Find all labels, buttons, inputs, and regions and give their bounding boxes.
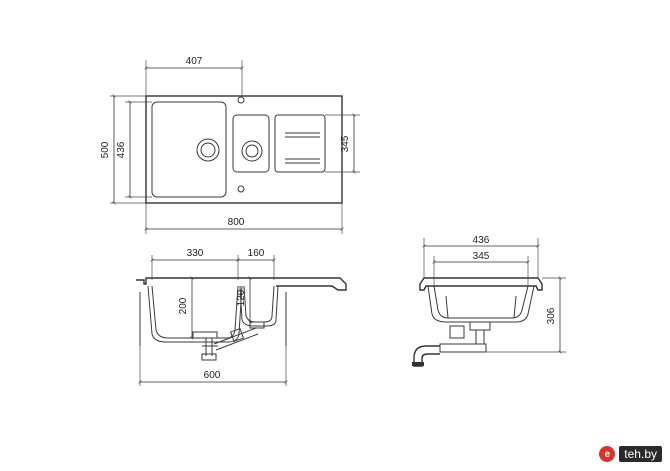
dim-main-bowl: 330 [187,248,204,259]
main-bowl-profile [151,285,239,339]
dim-total-depth: 500 [100,141,111,158]
small-drain-inner [245,144,259,158]
dim-small-bowl: 160 [248,248,265,259]
side-countertop [419,277,543,291]
side-drain-fitting [469,321,491,331]
sink-outline-top [145,95,343,204]
side-bowl-rib [513,295,517,319]
side-bowl-inner [433,285,529,319]
watermark: e teh.by [599,445,662,463]
watermark-badge-icon: e [599,446,616,462]
dim-small-depth: 120 [236,289,247,306]
countertop-edge [136,277,347,291]
watermark-text: teh.by [619,446,662,462]
main-bowl-outer [147,285,243,343]
side-siphon-pipe [475,330,485,344]
top-view: 407 500 436 345 800 [100,56,360,234]
drainer-board [274,114,326,173]
small-bowl-profile [243,285,275,323]
dim-cabinet: 600 [204,370,221,381]
dim-drainer-depth: 345 [340,135,351,152]
small-bowl-outer [239,285,279,327]
side-bowl-rib [445,295,449,319]
dim-side-outer: 436 [473,235,490,246]
main-drain-outer [196,138,220,162]
dim-side-height: 306 [546,307,557,324]
dim-side-inner: 345 [473,251,490,262]
tap-hole-bottom [237,185,245,193]
side-view: 436 345 306 [412,235,566,367]
front-view: 330 160 200 120 600 [136,248,347,386]
main-drain-inner [200,142,216,158]
dim-basin-depth: 436 [116,141,127,158]
pipe-connector [229,327,245,343]
main-bowl-top [151,101,227,198]
overflow-pipe [213,327,259,351]
siphon-outlet [201,353,217,361]
dim-basin-width: 407 [186,56,203,67]
main-drain-pipe [202,338,218,356]
small-drain-fitting [249,321,265,329]
side-outlet-end [412,362,424,366]
main-drain-fitting [192,331,218,339]
dim-main-depth: 200 [178,297,189,314]
tap-hole-top [237,96,245,104]
side-siphon-body [439,343,487,353]
small-bowl-top [232,114,270,173]
dim-total-width: 800 [228,217,245,228]
side-overflow-fitting [449,325,465,339]
small-drain-outer [241,140,263,162]
